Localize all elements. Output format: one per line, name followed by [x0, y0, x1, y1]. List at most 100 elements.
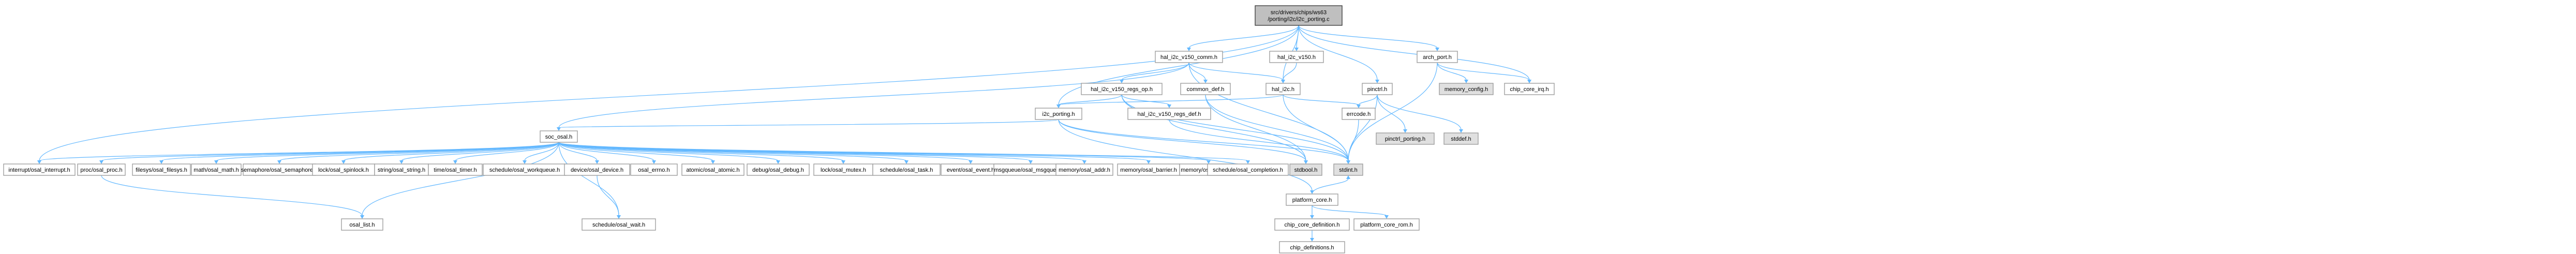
edge-hal_i2c_v150_regs_op-to-stdbool: [1121, 94, 1306, 161]
node-label: i2c_porting.h: [1043, 111, 1075, 117]
edge-hal_i2c_v150-to-hal_i2c: [1283, 62, 1297, 81]
edge-errcode-to-stdint: [1348, 119, 1359, 161]
node-i2c-porting[interactable]: i2c_porting.h: [1035, 108, 1082, 120]
node-label: platform_core_rom.h: [1360, 222, 1413, 228]
node-osal-list[interactable]: osal_list.h: [341, 218, 383, 231]
arrowhead-i2c_porting-to-stdbool: [1304, 160, 1308, 164]
node-addr[interactable]: memory/osal_addr.h: [1055, 163, 1113, 176]
node-chip-core-irq[interactable]: chip_core_irq.h: [1504, 83, 1555, 95]
node-label: common_def.h: [1187, 86, 1225, 93]
node-box: [1207, 163, 1289, 176]
node-root[interactable]: src/drivers/chips/ws63/porting/i2c/i2c_p…: [1255, 5, 1343, 26]
node-box: [564, 163, 630, 176]
node-msgqueue[interactable]: msgqueue/osal_msgqueue.h: [993, 163, 1068, 176]
arrowhead-soc_osal-to-barrier: [1146, 160, 1151, 164]
node-arch-port[interactable]: arch_port.h: [1417, 51, 1458, 63]
node-label: schedule/osal_task.h: [880, 167, 933, 173]
arrowhead-platform_core-to-platform_core_rom: [1384, 215, 1389, 219]
edge-soc_osal-to-semaphore: [279, 142, 559, 161]
node-label: hal_i2c_v150_comm.h: [1160, 54, 1217, 61]
node-event[interactable]: event/osal_event.h: [941, 163, 1001, 176]
node-errcode[interactable]: errcode.h: [1342, 108, 1376, 120]
node-wait[interactable]: schedule/osal_wait.h: [582, 218, 656, 231]
node-timer[interactable]: time/osal_timer.h: [428, 163, 483, 176]
node-box: [1362, 83, 1393, 95]
node-label: hal_i2c_v150_regs_def.h: [1138, 111, 1201, 117]
node-box: [630, 163, 678, 176]
edge-hal_i2c_v150_regs_op-to-stdint: [1121, 94, 1349, 161]
edge-hal_i2c-to-i2c_porting: [1058, 94, 1284, 106]
node-box: [1417, 51, 1458, 63]
node-task[interactable]: schedule/osal_task.h: [872, 163, 941, 176]
node-filesys[interactable]: filesys/osal_filesys.h: [132, 163, 191, 176]
edge-hal_i2c_v150_comm-to-hal_i2c: [1188, 62, 1284, 81]
arrowhead-soc_osal-to-event: [969, 160, 973, 164]
node-stdint[interactable]: stdint.h: [1333, 163, 1363, 176]
node-common-def[interactable]: common_def.h: [1180, 83, 1231, 95]
arrowhead-soc_osal-to-debug: [776, 160, 780, 164]
edge-soc_osal-to-device: [558, 142, 598, 161]
node-label: chip_core_irq.h: [1510, 86, 1548, 93]
edge-platform_core-to-stdint: [1312, 178, 1349, 195]
edge-arch_port-to-memory_config: [1437, 62, 1467, 81]
node-box: [1286, 193, 1338, 206]
node-interrupt[interactable]: interrupt/osal_interrupt.h: [3, 163, 76, 176]
arrowhead-soc_osal-to-addr: [1082, 160, 1086, 164]
node-errno[interactable]: osal_errno.h: [630, 163, 678, 176]
arrowhead-soc_osal-to-atomic: [711, 160, 715, 164]
node-soc-osal[interactable]: soc_osal.h: [540, 130, 578, 143]
node-pinctrl-porting[interactable]: pinctrl_porting.h: [1376, 132, 1435, 145]
node-spinlock[interactable]: lock/osal_spinlock.h: [312, 163, 375, 176]
node-barrier[interactable]: memory/osal_barrier.h: [1117, 163, 1180, 176]
node-label: arch_port.h: [1423, 54, 1452, 61]
node-mutex[interactable]: lock/osal_mutex.h: [813, 163, 873, 176]
node-hal-i2c-v150-comm[interactable]: hal_i2c_v150_comm.h: [1155, 51, 1223, 63]
node-box: [428, 163, 483, 176]
arrowhead-soc_osal-to-mutex: [841, 160, 845, 164]
node-label: hal_i2c.h: [1272, 86, 1294, 93]
node-label: schedule/osal_wait.h: [592, 222, 645, 228]
edge-arch_port-to-chip_core_irq: [1437, 62, 1530, 81]
node-label: math/osal_math.h: [193, 167, 239, 173]
node-stddef[interactable]: stddef.h: [1443, 132, 1479, 145]
node-chip-definitions[interactable]: chip_definitions.h: [1279, 241, 1345, 253]
arrowhead-platform_core-to-chip_core_definition: [1310, 215, 1314, 219]
arrowhead-soc_osal-to-device: [595, 160, 599, 164]
node-math[interactable]: math/osal_math.h: [191, 163, 242, 176]
node-hal-i2c-v150-regs-op[interactable]: hal_i2c_v150_regs_op.h: [1081, 83, 1163, 95]
arrowhead-pinctrl-to-pinctrl_porting: [1403, 129, 1407, 133]
node-memory-config[interactable]: memory_config.h: [1439, 83, 1494, 95]
node-box: [1443, 132, 1479, 145]
node-box: [1504, 83, 1555, 95]
node-string[interactable]: string/osal_string.h: [374, 163, 429, 176]
node-atomic[interactable]: atomic/osal_atomic.h: [681, 163, 744, 176]
edge-root-to-chip_core_irq: [1298, 25, 1530, 81]
node-chip-core-definition[interactable]: chip_core_definition.h: [1274, 218, 1350, 231]
arrowhead-soc_osal-to-math: [214, 160, 218, 164]
arrowhead-pinctrl-to-errcode: [1357, 104, 1361, 108]
edge-soc_osal-to-atomic: [558, 142, 713, 161]
arrowhead-soc_osal-to-msgqueue: [1029, 160, 1033, 164]
edge-soc_osal-to-osal_list: [362, 142, 559, 216]
edge-soc_osal-to-task: [558, 142, 907, 161]
node-platform-core-rom[interactable]: platform_core_rom.h: [1353, 218, 1420, 231]
node-hal-i2c-v150[interactable]: hal_i2c_v150.h: [1269, 51, 1324, 63]
node-hal-i2c[interactable]: hal_i2c.h: [1265, 83, 1301, 95]
node-hal-i2c-v150-regs-def[interactable]: hal_i2c_v150_regs_def.h: [1127, 108, 1211, 120]
arrowhead-hal_i2c_v150_comm-to-hal_i2c_v150_regs_op: [1120, 80, 1124, 83]
arrowhead-soc_osal-to-proc: [99, 160, 103, 164]
node-device[interactable]: device/osal_device.h: [564, 163, 630, 176]
node-workqueue[interactable]: schedule/osal_workqueue.h: [483, 163, 567, 176]
node-completion[interactable]: schedule/osal_completion.h: [1207, 163, 1289, 176]
node-stdbool[interactable]: stdbool.h: [1289, 163, 1322, 176]
node-box: [341, 218, 383, 231]
node-box: [1127, 108, 1211, 120]
node-debug[interactable]: debug/osal_debug.h: [747, 163, 810, 176]
node-platform-core[interactable]: platform_core.h: [1286, 193, 1338, 206]
node-pinctrl[interactable]: pinctrl.h: [1362, 83, 1393, 95]
node-semaphore[interactable]: semaphore/osal_semaphore.h: [241, 163, 318, 176]
node-proc[interactable]: proc/osal_proc.h: [77, 163, 126, 176]
arrowhead-root-to-arch_port: [1435, 48, 1439, 51]
node-label: event/osal_event.h: [947, 167, 994, 173]
